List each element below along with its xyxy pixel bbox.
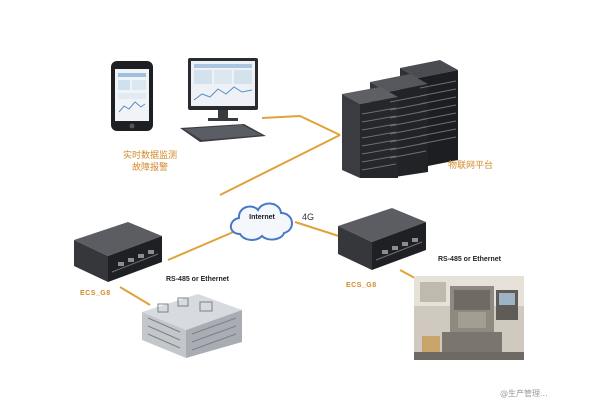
- gateway-device-left-icon: [70, 218, 166, 284]
- link-left-protocol-label: RS-485 or Ethernet: [166, 276, 230, 283]
- production-machine-photo: [414, 276, 524, 360]
- network-4g-label: 4G: [302, 212, 315, 222]
- gateway-right-label: ECS_G8: [346, 282, 377, 289]
- server-rack-icon: [340, 60, 460, 178]
- smartphone-icon: [110, 60, 154, 132]
- link-server-to-cloud: [219, 134, 341, 196]
- link-right-protocol-label: RS-485 or Ethernet: [438, 256, 502, 263]
- industrial-equipment-left-icon: [138, 292, 246, 360]
- monitoring-label: 实时数据监测 故障报警: [110, 150, 190, 174]
- link-monitor-to-server: [261, 114, 341, 136]
- link-cloud-to-left-gateway: [167, 229, 239, 261]
- monitoring-label-line2: 故障报警: [131, 163, 168, 173]
- desktop-computer-icon: [178, 56, 270, 146]
- internet-cloud-icon: [226, 198, 298, 244]
- watermark-text: @生产管理...: [500, 389, 548, 398]
- gateway-device-right-icon: [334, 204, 430, 274]
- link-cloud-to-right-gateway: [294, 221, 346, 239]
- gateway-left-label: ECS_G8: [80, 290, 111, 297]
- link-left-gateway-to-equipment: [119, 286, 151, 306]
- monitoring-label-line1: 实时数据监测: [122, 151, 177, 161]
- internet-label: Internet: [249, 214, 275, 221]
- cloud-platform-label: 物联网平台: [448, 161, 494, 171]
